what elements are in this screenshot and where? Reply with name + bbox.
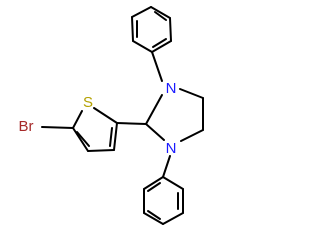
sulfur-label: S <box>83 94 93 111</box>
atom-labels: Br S N N <box>19 80 177 157</box>
bond-skeleton <box>41 6 204 225</box>
nitrogen-label-n1: N <box>166 80 177 97</box>
bromine-label: Br <box>19 118 34 135</box>
nitrogen-label-n3: N <box>166 140 177 157</box>
molecule-structure: Br S N N <box>19 6 204 225</box>
